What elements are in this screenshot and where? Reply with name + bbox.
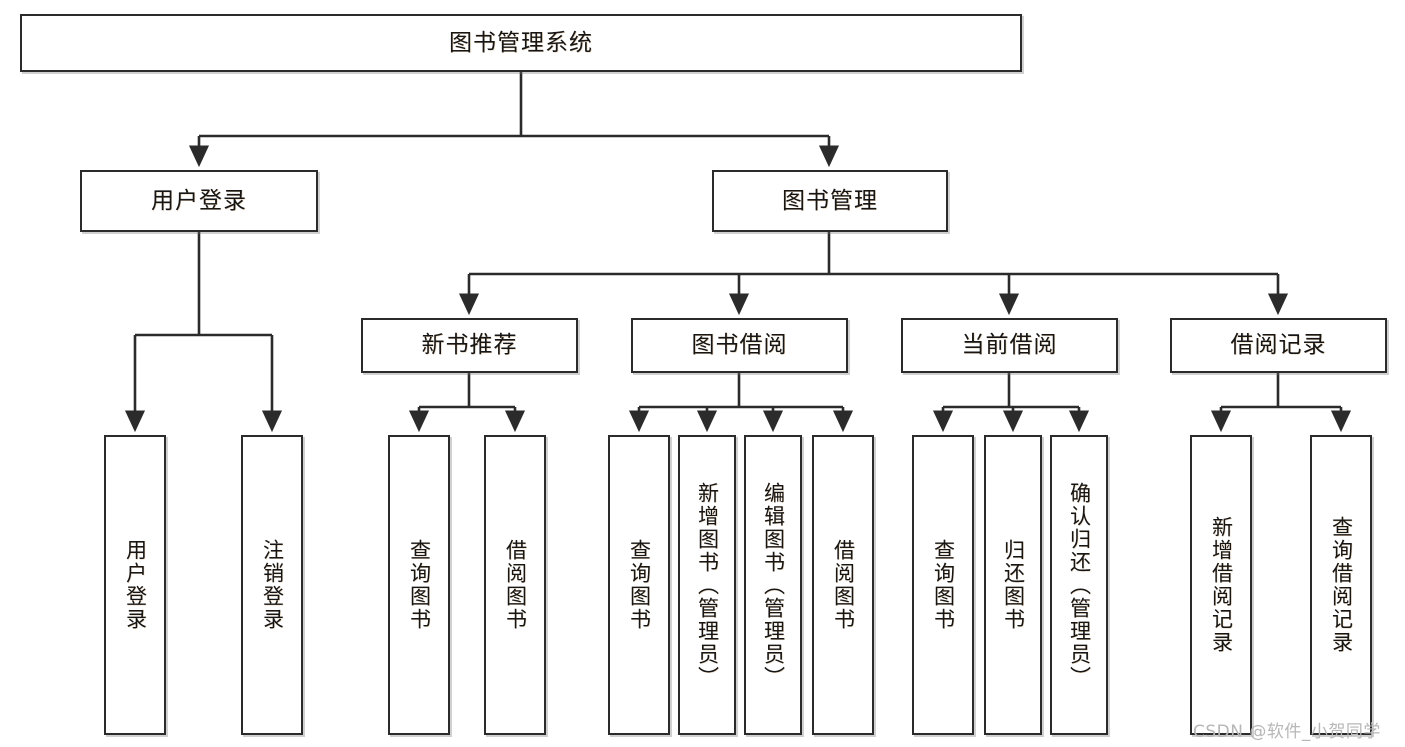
- node-leaf-confirm-return-label: 确认归还（管理员）: [1067, 481, 1092, 689]
- node-leaf-edit-book-label: 编辑图书（管理员）: [761, 481, 786, 689]
- node-leaf-add-book[interactable]: 新增图书（管理员）: [678, 435, 736, 735]
- node-leaf-borrow-book-2-label: 借阅图书: [831, 539, 856, 631]
- node-user-login-label: 用户登录: [151, 187, 247, 214]
- node-root-label: 图书管理系统: [449, 29, 593, 56]
- node-book-manage-label: 图书管理: [782, 187, 878, 214]
- node-leaf-user-logout-label: 注销登录: [260, 539, 285, 631]
- node-leaf-user-login-label: 用户登录: [123, 539, 148, 631]
- node-leaf-query-book-2[interactable]: 查询图书: [608, 435, 670, 735]
- node-leaf-confirm-return[interactable]: 确认归还（管理员）: [1050, 435, 1108, 735]
- node-borrow-record[interactable]: 借阅记录: [1170, 318, 1387, 373]
- node-book-borrow[interactable]: 图书借阅: [631, 318, 848, 373]
- node-new-book-recommend[interactable]: 新书推荐: [361, 318, 578, 373]
- node-leaf-user-login[interactable]: 用户登录: [104, 435, 166, 735]
- node-root[interactable]: 图书管理系统: [20, 14, 1022, 72]
- node-leaf-query-record-label: 查询借阅记录: [1329, 516, 1354, 654]
- node-leaf-query-book-2-label: 查询图书: [627, 539, 652, 631]
- node-leaf-borrow-book-1-label: 借阅图书: [503, 539, 528, 631]
- node-new-book-recommend-label: 新书推荐: [421, 332, 518, 359]
- node-leaf-edit-book[interactable]: 编辑图书（管理员）: [744, 435, 802, 735]
- node-leaf-borrow-book-2[interactable]: 借阅图书: [812, 435, 874, 735]
- node-leaf-return-book[interactable]: 归还图书: [984, 435, 1042, 735]
- node-book-manage[interactable]: 图书管理: [712, 170, 948, 232]
- node-leaf-borrow-book-1[interactable]: 借阅图书: [484, 435, 546, 735]
- node-current-borrow[interactable]: 当前借阅: [901, 318, 1118, 373]
- node-leaf-query-book-1-label: 查询图书: [407, 539, 432, 631]
- node-borrow-record-label: 借阅记录: [1230, 332, 1327, 359]
- node-leaf-add-record-label: 新增借阅记录: [1209, 516, 1234, 654]
- node-leaf-return-book-label: 归还图书: [1001, 539, 1026, 631]
- node-leaf-add-book-label: 新增图书（管理员）: [695, 481, 720, 689]
- node-leaf-query-book-3[interactable]: 查询图书: [912, 435, 974, 735]
- node-leaf-query-book-1[interactable]: 查询图书: [388, 435, 450, 735]
- node-current-borrow-label: 当前借阅: [961, 332, 1058, 359]
- csdn-watermark: CSDN @软件_小贺同学: [1193, 722, 1381, 742]
- node-book-borrow-label: 图书借阅: [691, 332, 788, 359]
- node-leaf-add-record[interactable]: 新增借阅记录: [1190, 435, 1252, 735]
- node-user-login[interactable]: 用户登录: [80, 170, 318, 232]
- node-leaf-query-record[interactable]: 查询借阅记录: [1310, 435, 1372, 735]
- node-leaf-user-logout[interactable]: 注销登录: [241, 435, 303, 735]
- node-leaf-query-book-3-label: 查询图书: [931, 539, 956, 631]
